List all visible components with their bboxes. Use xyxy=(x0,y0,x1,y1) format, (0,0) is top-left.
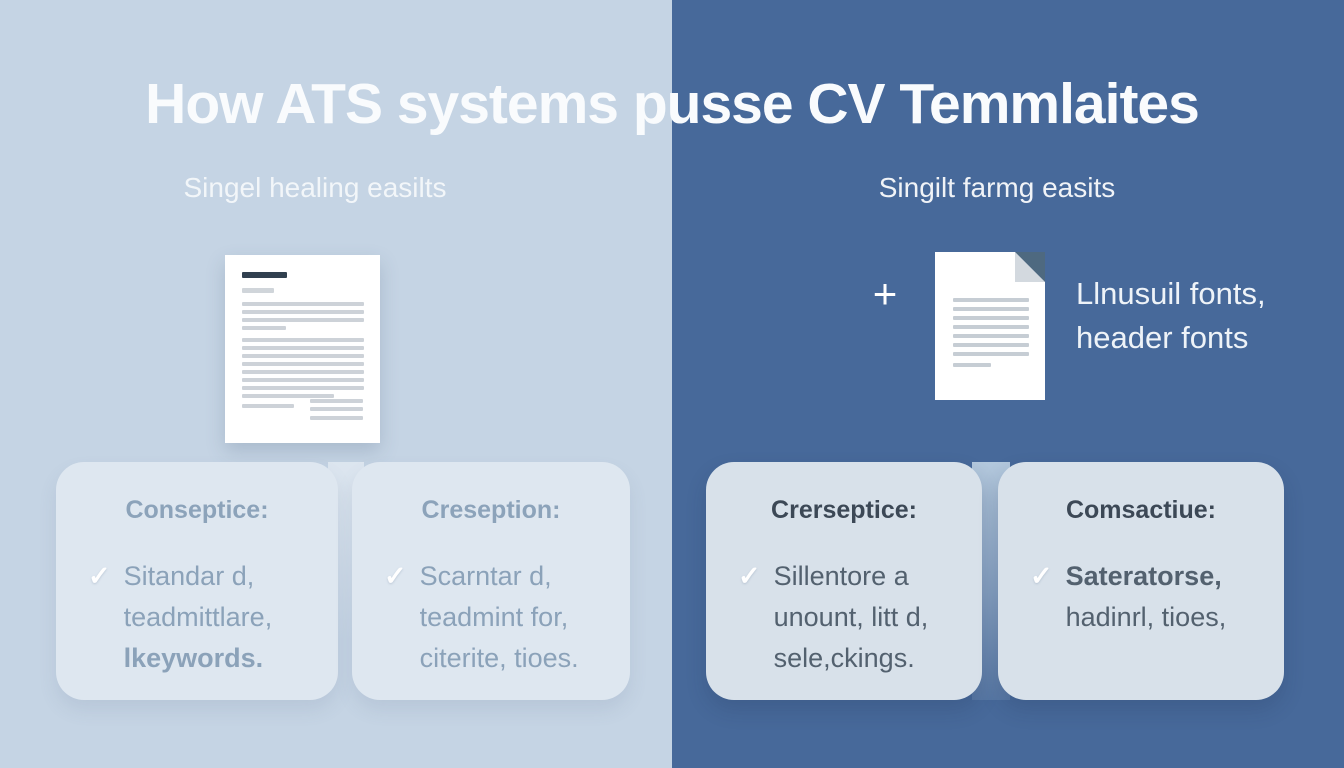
card-comsactiue: Comsactiue: ✓ Sateratorse, hadinrl, tioe… xyxy=(998,462,1284,700)
card-line: unount, litt d, xyxy=(773,602,929,632)
card-line: citerite, tioes. xyxy=(419,643,579,673)
card-heading: Comsactiue: xyxy=(1065,496,1217,524)
card-crerseptice: Crerseptice: ✓ Sillentore a unount, litt… xyxy=(706,462,982,700)
right-subtitle: Singilt farmg easits xyxy=(878,172,1116,203)
card-line: Scarntar d, xyxy=(419,561,552,591)
card-line: teadmint for, xyxy=(419,602,569,632)
page-title: How ATS systems pusse CV Temmlaites xyxy=(145,72,1200,136)
doc-subtitle-bar xyxy=(242,288,274,293)
card-creseption: Creseption: ✓ Scarntar d, teadmint for, … xyxy=(352,462,630,700)
card-heading: Crerseptice: xyxy=(771,496,917,524)
doc-title-bar xyxy=(242,272,287,278)
cv-document-icon xyxy=(225,255,380,443)
check-icon: ✓ xyxy=(1030,561,1053,591)
card-body: ✓ Sillentore a unount, litt d, sele,ckin… xyxy=(738,556,968,679)
card-lines: Sateratorse, hadinrl, tioes, xyxy=(1066,556,1227,638)
card-lines: Scarntar d, teadmint for, citerite, tioe… xyxy=(420,556,579,679)
card-line: lkeywords. xyxy=(123,643,264,673)
card-line: Sateratorse, xyxy=(1065,561,1222,591)
font-document-icon xyxy=(935,252,1045,400)
card-conseptice: Conseptice: ✓ Sitandar d, teadmittlare, … xyxy=(56,462,338,700)
check-icon: ✓ xyxy=(738,561,761,591)
fonts-caption: Llnusuil fonts, header fonts xyxy=(1076,272,1326,360)
card-line: sele,ckings. xyxy=(773,643,915,673)
card-line: hadinrl, tioes, xyxy=(1065,602,1227,632)
card-body: ✓ Scarntar d, teadmint for, citerite, ti… xyxy=(384,556,616,679)
document-fold-flap xyxy=(1015,252,1045,282)
card-line: Sillentore a xyxy=(773,561,909,591)
card-lines: Sillentore a unount, litt d, sele,ckings… xyxy=(774,556,929,679)
card-line: teadmittlare, xyxy=(123,602,273,632)
fonts-caption-line2: header fonts xyxy=(1076,320,1249,355)
card-lines: Sitandar d, teadmittlare, lkeywords. xyxy=(124,556,273,679)
fonts-caption-line1: Llnusuil fonts, xyxy=(1076,276,1266,311)
card-body: ✓ Sitandar d, teadmittlare, lkeywords. xyxy=(88,556,324,679)
card-heading: Creseption: xyxy=(421,496,561,524)
check-icon: ✓ xyxy=(88,561,111,591)
plus-icon: + xyxy=(872,270,898,317)
card-body: ✓ Sateratorse, hadinrl, tioes, xyxy=(1030,556,1270,638)
left-subtitle: Singel healing easilts xyxy=(183,172,447,203)
check-icon: ✓ xyxy=(384,561,407,591)
card-line: Sitandar d, xyxy=(123,561,255,591)
card-heading: Conseptice: xyxy=(125,496,269,524)
